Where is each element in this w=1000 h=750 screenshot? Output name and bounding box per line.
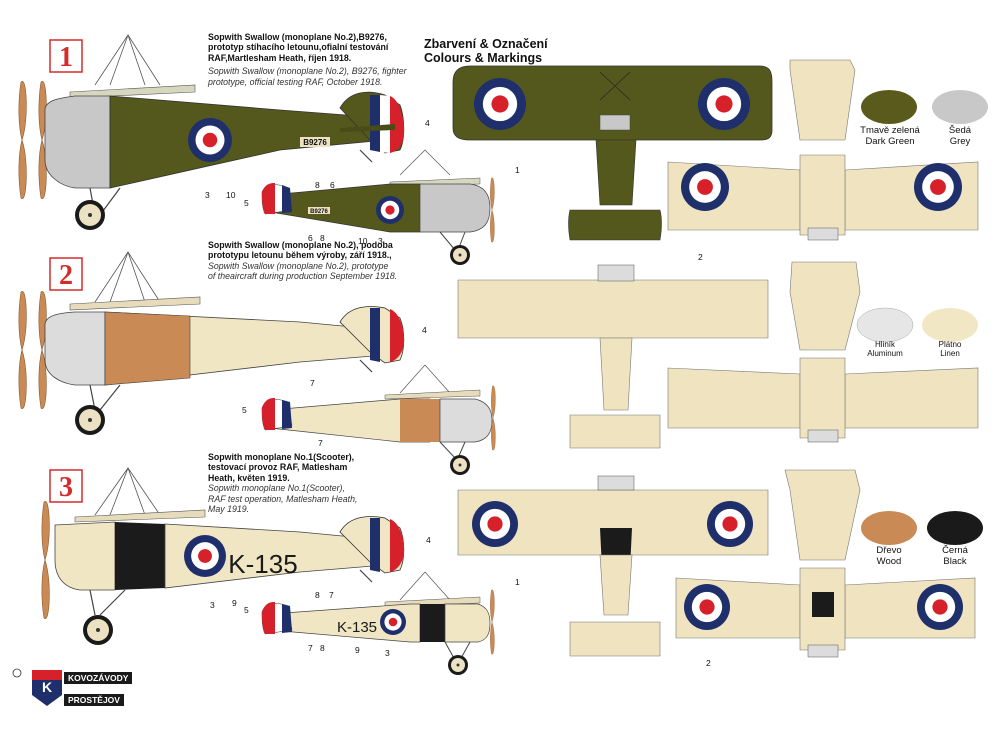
scheme-number-3-label: 3 [59, 472, 73, 503]
callout: 7 [308, 643, 313, 653]
profile-1-large: B9276 [18, 33, 405, 230]
swatch-label-dark-green: Tmavě zelená Dark Green [850, 125, 930, 147]
caption-2-cz: Sopwith Swallow (monoplane No.2), podoba… [208, 240, 393, 261]
scheme-number-3: 3 [49, 469, 83, 503]
swatch-aluminum-en: Aluminum [867, 349, 903, 358]
callout: 3 [210, 600, 215, 610]
callout: 9 [232, 598, 237, 608]
swatch-dark-green-en: Dark Green [865, 136, 915, 147]
profile-2-large [18, 250, 405, 435]
callout: 4 [422, 325, 427, 335]
sheet-title-cz: Zbarvení & Označení [424, 37, 548, 51]
callout: 6 [330, 180, 335, 190]
callout: 3 [385, 648, 390, 658]
swatch-aluminum [856, 307, 914, 343]
callout: 3 [205, 190, 210, 200]
swatch-grey-en: Grey [949, 136, 971, 147]
manufacturer-logo: K [12, 668, 62, 706]
swatch-dark-green-cz: Tmavě zelená [860, 125, 920, 136]
scheme-number-1-label: 1 [59, 42, 73, 73]
callout: 6 [308, 233, 313, 243]
logo-line-1: KOVOZÁVODY [64, 672, 133, 684]
callout: 8 [320, 643, 325, 653]
callout: 5 [244, 605, 249, 615]
caption-2-en: Sopwith Swallow (monoplane No.2), protot… [208, 260, 398, 282]
swatch-grey-cz: Šedá [948, 125, 972, 136]
swatch-label-black: Černá Black [925, 545, 985, 567]
sheet-title: Zbarvení & Označení Colours & Markings [424, 37, 548, 65]
scheme-number-2: 2 [49, 257, 83, 291]
callout: 10 [226, 190, 236, 200]
swatch-label-aluminum: Hliník Aluminum [855, 340, 915, 358]
caption-1-cz: Sopwith Swallow (monoplane No.2),B9276, … [208, 32, 389, 63]
plan-bottom-1 [667, 59, 979, 241]
caption-1: Sopwith Swallow (monoplane No.2),B9276, … [208, 32, 408, 87]
callout: 8 [320, 233, 325, 243]
logo-line-2: PROSTĚJOV [64, 694, 124, 706]
swatch-label-wood: Dřevo Wood [859, 545, 919, 567]
serial-1: B9276 [303, 138, 327, 147]
caption-1-en: Sopwith Swallow (monoplane No.2), B9276,… [208, 66, 407, 87]
callout: 7 [310, 378, 315, 388]
callout: 10 [358, 236, 368, 246]
swatch-wood [861, 511, 917, 545]
swatch-linen [922, 308, 978, 342]
profile-2-small [261, 364, 496, 475]
callout: 5 [242, 405, 247, 415]
swatch-wood-cz: Dřevo [876, 545, 902, 556]
callout: 8 [315, 180, 320, 190]
code-3: K-135 [228, 549, 297, 579]
callout: 1 [515, 577, 520, 587]
plan-bottom-3 [675, 469, 976, 658]
scheme-number-1: 1 [49, 39, 83, 73]
swatch-aluminum-cz: Hliník [874, 340, 895, 349]
code-3-small: K-135 [337, 619, 377, 636]
callout: 4 [425, 118, 430, 128]
callout: 2 [698, 252, 703, 262]
scheme-number-2-label: 2 [59, 260, 73, 291]
swatch-linen-cz: Plátno [938, 340, 962, 349]
caption-3: Sopwith monoplane No.1(Scooter), testova… [208, 452, 358, 514]
plan-bottom-2 [667, 261, 979, 443]
callout: 3 [378, 236, 383, 246]
callout: 9 [355, 645, 360, 655]
callout: 5 [244, 198, 249, 208]
swatch-linen-en: Linen [940, 349, 960, 358]
swatch-black [927, 511, 983, 545]
swatch-label-linen: Plátno Linen [920, 340, 980, 358]
callout: 7 [329, 590, 334, 600]
swatch-black-cz: Černá [942, 545, 968, 556]
swatches [856, 90, 988, 545]
swatch-dark-green [861, 90, 917, 124]
callout: 1 [515, 165, 520, 175]
caption-2: Sopwith Swallow (monoplane No.2), podoba… [208, 240, 398, 282]
plan-top-3 [457, 475, 769, 657]
propeller [18, 81, 47, 199]
profile-1-small: B9276 [261, 149, 495, 265]
swatch-label-grey: Šedá Grey [930, 125, 990, 147]
profile-3-large: K-135 [41, 466, 405, 645]
profile-3-small: K-135 [261, 571, 495, 675]
plan-top-1 [452, 65, 773, 241]
callout: 7 [318, 438, 323, 448]
caption-3-cz: Sopwith monoplane No.1(Scooter), testova… [208, 452, 355, 483]
caption-3-en: Sopwith monoplane No.1(Scooter), RAF tes… [208, 483, 358, 515]
callout: 8 [315, 590, 320, 600]
callout: 2 [706, 658, 711, 668]
plan-top-2 [457, 264, 769, 449]
callout: 4 [426, 535, 431, 545]
swatch-wood-en: Wood [876, 556, 902, 567]
sheet-title-en: Colours & Markings [424, 51, 543, 65]
swatch-black-en: Black [943, 556, 967, 567]
serial-1-small: B9276 [310, 209, 328, 215]
swatch-grey [932, 90, 988, 124]
logo-letter: K [42, 679, 52, 695]
